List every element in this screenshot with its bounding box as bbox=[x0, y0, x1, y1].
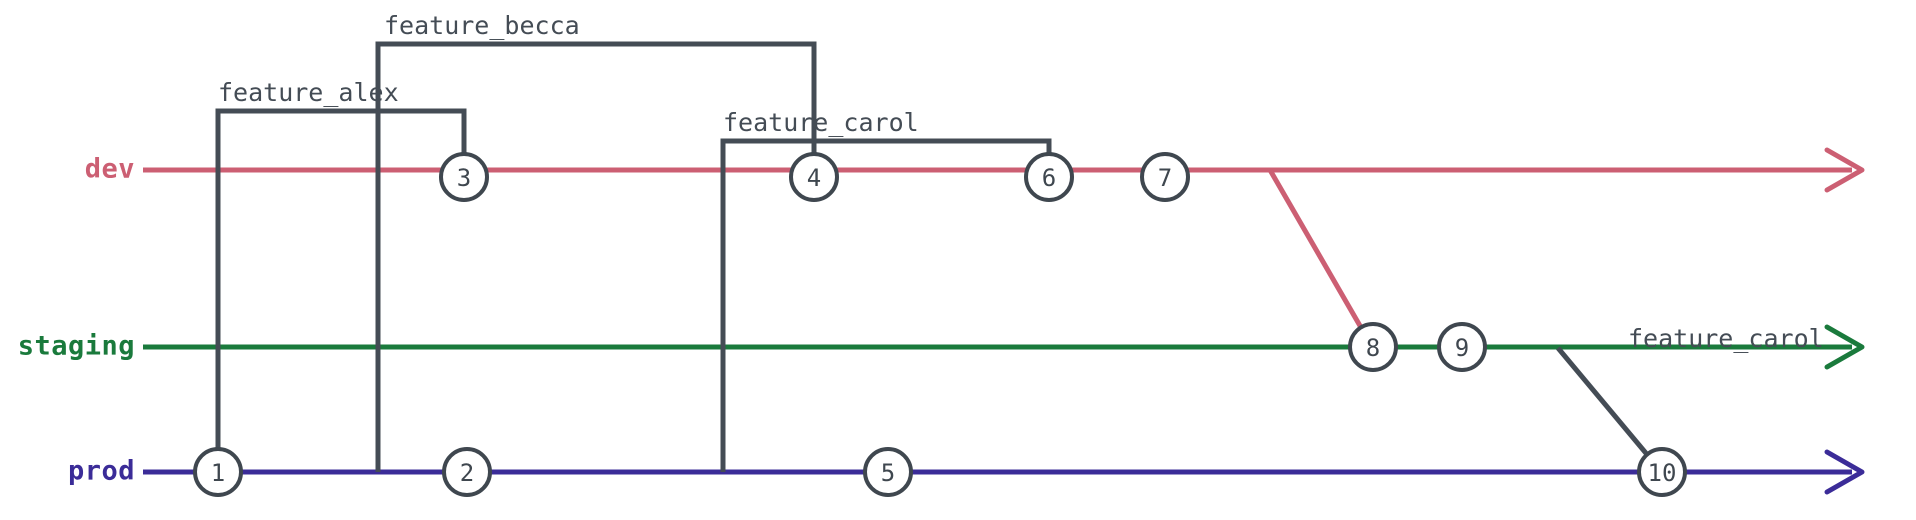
commit-label-10: 10 bbox=[1648, 459, 1677, 487]
commit-label-7: 7 bbox=[1158, 164, 1172, 192]
lane-labels-group: dev staging prod bbox=[18, 154, 135, 487]
arrow-head-prod-icon bbox=[1824, 449, 1865, 495]
commit-label-4: 4 bbox=[807, 164, 821, 192]
branch-label-feature-carol-bottom: feature_carol bbox=[1628, 324, 1824, 353]
branch-label-feature-becca: feature_becca bbox=[384, 11, 580, 40]
commit-label-8: 8 bbox=[1366, 334, 1380, 362]
commit-circle-5[interactable] bbox=[863, 447, 913, 497]
merge-line-dev-to-staging[interactable] bbox=[1267, 168, 1366, 333]
commit-node-4[interactable]: 4 bbox=[789, 152, 839, 202]
lane-label-staging: staging bbox=[18, 331, 135, 362]
branch-label-feature-carol-top: feature_carol bbox=[723, 108, 919, 137]
branch-path-feature-alex[interactable] bbox=[215, 108, 467, 472]
commit-label-2: 2 bbox=[460, 459, 474, 487]
commit-label-3: 3 bbox=[457, 164, 471, 192]
commit-node-10[interactable]: 10 bbox=[1637, 447, 1687, 497]
branch-path-feature-becca[interactable] bbox=[375, 41, 817, 472]
branch-labels-group: feature_alex feature_becca feature_carol… bbox=[218, 11, 1824, 353]
commit-node-1[interactable]: 1 bbox=[193, 447, 243, 497]
commit-circle-6[interactable] bbox=[1024, 152, 1074, 202]
commit-circle-4[interactable] bbox=[789, 152, 839, 202]
lane-arrowheads-group bbox=[1824, 147, 1865, 495]
merge-lines-group bbox=[1267, 168, 1366, 333]
feature-branch-paths-group bbox=[215, 41, 1652, 472]
lane-label-prod: prod bbox=[68, 456, 135, 487]
commit-nodes-group: 1 2 3 4 5 6 bbox=[193, 152, 1687, 497]
commit-label-9: 9 bbox=[1455, 334, 1469, 362]
commit-label-5: 5 bbox=[881, 459, 895, 487]
commit-node-3[interactable]: 3 bbox=[439, 152, 489, 202]
commit-label-1: 1 bbox=[211, 459, 225, 487]
arrow-head-dev-icon bbox=[1824, 147, 1865, 193]
commit-node-8[interactable]: 8 bbox=[1348, 322, 1398, 372]
commit-circle-7[interactable] bbox=[1140, 152, 1190, 202]
commit-circle-9[interactable] bbox=[1437, 322, 1487, 372]
commit-circle-1[interactable] bbox=[193, 447, 243, 497]
commit-circle-2[interactable] bbox=[442, 447, 492, 497]
commit-circle-8[interactable] bbox=[1348, 322, 1398, 372]
branch-path-feature-carol-bottom[interactable] bbox=[1556, 346, 1652, 460]
branch-label-feature-alex: feature_alex bbox=[218, 78, 399, 107]
commit-circle-10[interactable] bbox=[1637, 447, 1687, 497]
arrow-head-staging-icon bbox=[1824, 324, 1865, 370]
commit-node-6[interactable]: 6 bbox=[1024, 152, 1074, 202]
lane-lines-group bbox=[143, 167, 1852, 475]
commit-node-2[interactable]: 2 bbox=[442, 447, 492, 497]
commit-circle-3[interactable] bbox=[439, 152, 489, 202]
commit-node-5[interactable]: 5 bbox=[863, 447, 913, 497]
lane-label-dev: dev bbox=[85, 154, 135, 185]
branch-path-feature-carol-top[interactable] bbox=[720, 138, 1052, 472]
commit-label-6: 6 bbox=[1042, 164, 1056, 192]
commit-node-7[interactable]: 7 bbox=[1140, 152, 1190, 202]
commit-node-9[interactable]: 9 bbox=[1437, 322, 1487, 372]
